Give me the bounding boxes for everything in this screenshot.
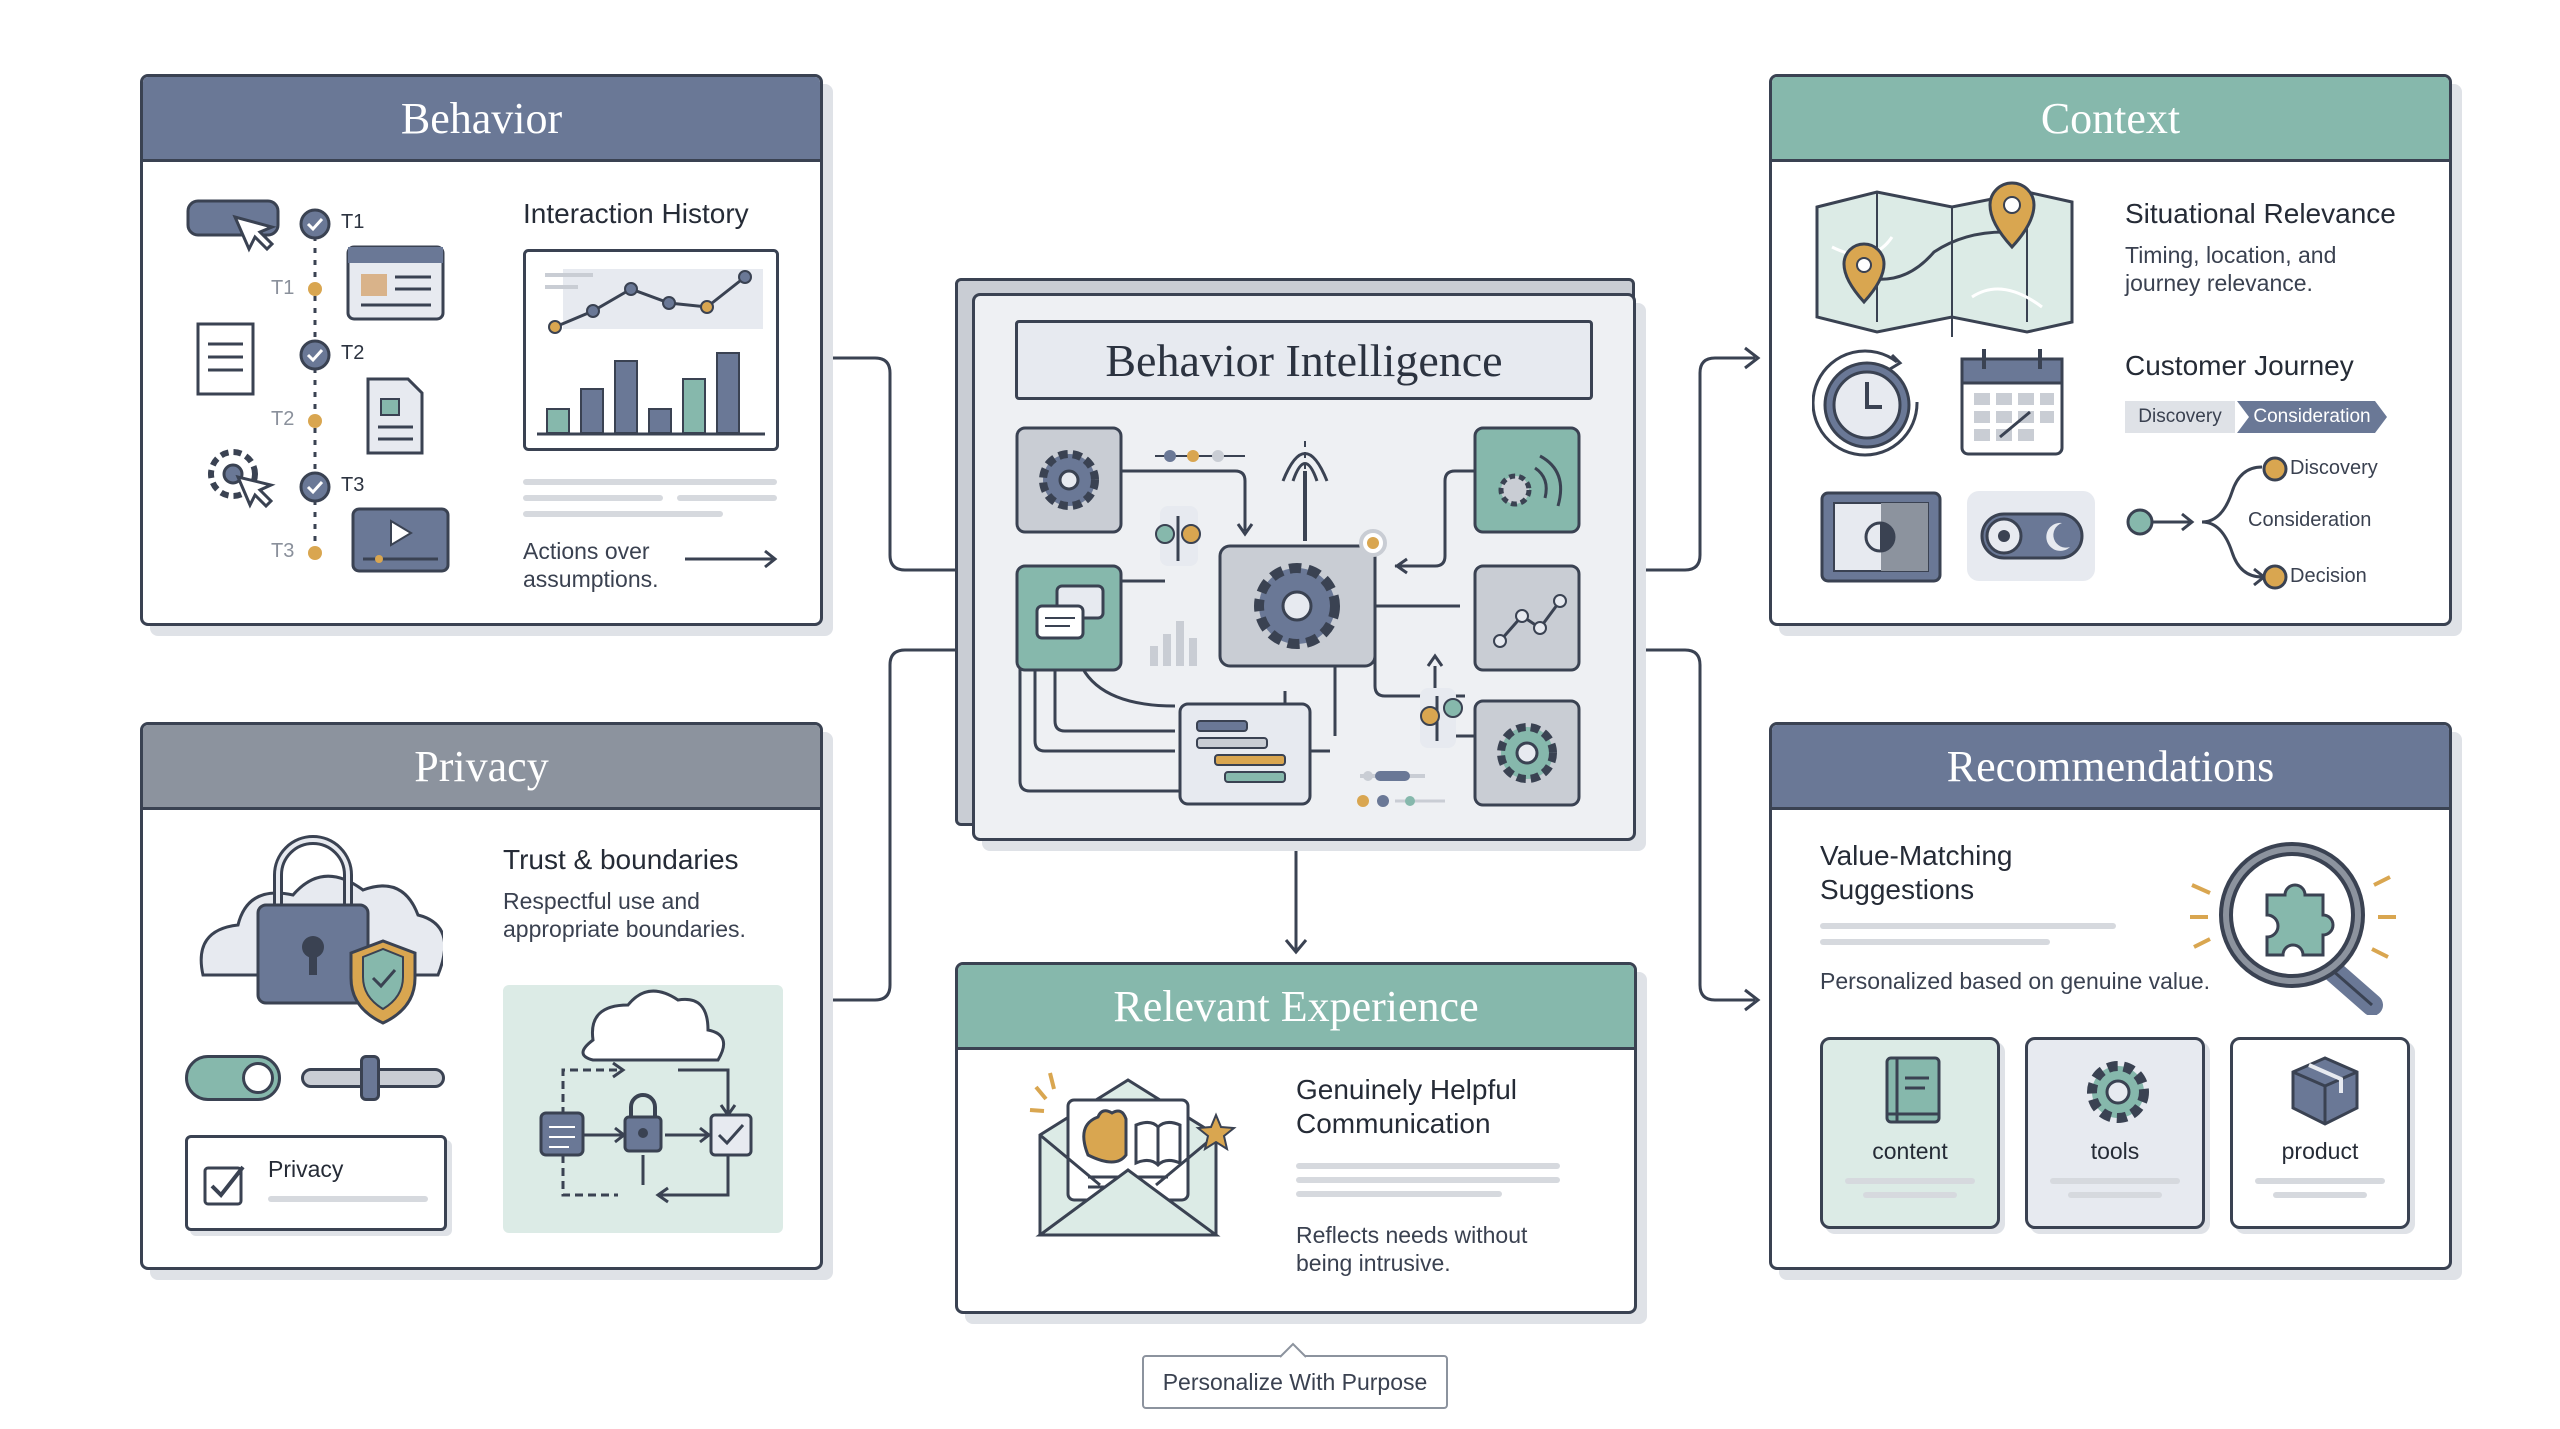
- timeline-label-t3: T3: [341, 474, 365, 496]
- behavior-intelligence-panel: Behavior Intelligence: [972, 293, 1636, 841]
- experience-text: Reflects needs without being intrusive.: [1296, 1222, 1528, 1276]
- journey-stage-consideration: Consideration: [2237, 401, 2387, 433]
- arrow-right-icon: [685, 549, 778, 569]
- privacy-panel: Privacy Trust & boundaries Respectful us…: [140, 722, 823, 1270]
- privacy-checkbox-card[interactable]: Privacy: [185, 1135, 447, 1231]
- experience-heading: Genuinely Helpful Communication: [1296, 1074, 1518, 1139]
- recommendations-panel: Recommendations Value-Matching Suggestio…: [1769, 722, 2452, 1270]
- footer-tag-pointer: [1279, 1342, 1307, 1358]
- footer-tag: Personalize With Purpose: [1142, 1355, 1448, 1409]
- gear-icon: [2087, 1061, 2149, 1123]
- situational-relevance-title: Situational Relevance: [2125, 198, 2396, 229]
- book-icon: [1885, 1056, 1941, 1124]
- rec-card-product[interactable]: product: [2230, 1037, 2410, 1229]
- interaction-history-title: Interaction History: [523, 198, 749, 229]
- checkbox-icon: [203, 1165, 245, 1206]
- relevant-experience-title: Relevant Experience: [958, 965, 1634, 1050]
- behavior-panel: Behavior: [140, 74, 823, 626]
- journey-stage-discovery: Discovery: [2125, 401, 2235, 433]
- day-night-device-icon: [1820, 491, 2095, 583]
- branch-discovery: Discovery: [2290, 457, 2378, 479]
- timeline-label-t1: T1: [341, 211, 365, 233]
- recommendations-title: Recommendations: [1772, 725, 2449, 810]
- clock-calendar-icon: [1812, 349, 2064, 457]
- box-icon: [2291, 1056, 2359, 1126]
- relevant-experience-panel: Relevant Experience Genuinely Helpful Co…: [955, 962, 1637, 1314]
- context-title: Context: [1772, 77, 2449, 162]
- branch-consideration: Consideration: [2248, 509, 2372, 531]
- rec-card-tools[interactable]: tools: [2025, 1037, 2205, 1229]
- rec-card-product-label: product: [2281, 1138, 2359, 1164]
- privacy-flow-diagram: [503, 985, 783, 1233]
- situational-relevance-text: Timing, location, and journey relevance.: [2125, 242, 2337, 296]
- privacy-slider[interactable]: [301, 1055, 445, 1101]
- timeline-label-t2: T2: [341, 342, 365, 364]
- rec-card-content-label: content: [1872, 1138, 1948, 1164]
- timeline-label-t1-minor: T1: [271, 277, 295, 299]
- privacy-title: Privacy: [143, 725, 820, 810]
- lock-shield-icon: [199, 835, 443, 1025]
- map-pin-icon: [1815, 181, 2074, 337]
- branch-decision: Decision: [2290, 565, 2367, 587]
- customer-journey-title: Customer Journey: [2125, 350, 2354, 381]
- magnifier-puzzle-icon: [2190, 842, 2396, 1015]
- recommendations-text: Personalized based on genuine value.: [1820, 968, 2211, 994]
- timeline-label-t3-minor: T3: [271, 540, 295, 562]
- behavior-intelligence-title: Behavior Intelligence: [1015, 320, 1593, 400]
- behavior-caption: Actions over assumptions.: [523, 538, 659, 592]
- footer-tag-text: Personalize With Purpose: [1162, 1368, 1428, 1395]
- rec-card-tools-label: tools: [2090, 1138, 2140, 1164]
- journey-branch-diagram: [2126, 456, 2288, 590]
- timeline-label-t2-minor: T2: [271, 408, 295, 430]
- behavior-title: Behavior: [143, 77, 820, 162]
- interaction-history-chart: [523, 249, 779, 451]
- intelligence-network-diagram: [1015, 426, 1581, 807]
- context-panel: Context Situational Relevance Timing, lo…: [1769, 74, 2452, 626]
- privacy-checkbox-label: Privacy: [268, 1156, 344, 1182]
- privacy-heading: Trust & boundaries: [503, 844, 739, 875]
- behavior-timeline-illustration: [186, 199, 450, 573]
- privacy-text: Respectful use and appropriate boundarie…: [503, 888, 746, 942]
- privacy-toggle[interactable]: [185, 1055, 281, 1101]
- recommendations-heading: Value-Matching Suggestions: [1820, 840, 2013, 905]
- envelope-letter-icon: [1029, 1072, 1237, 1237]
- rec-card-content[interactable]: content: [1820, 1037, 2000, 1229]
